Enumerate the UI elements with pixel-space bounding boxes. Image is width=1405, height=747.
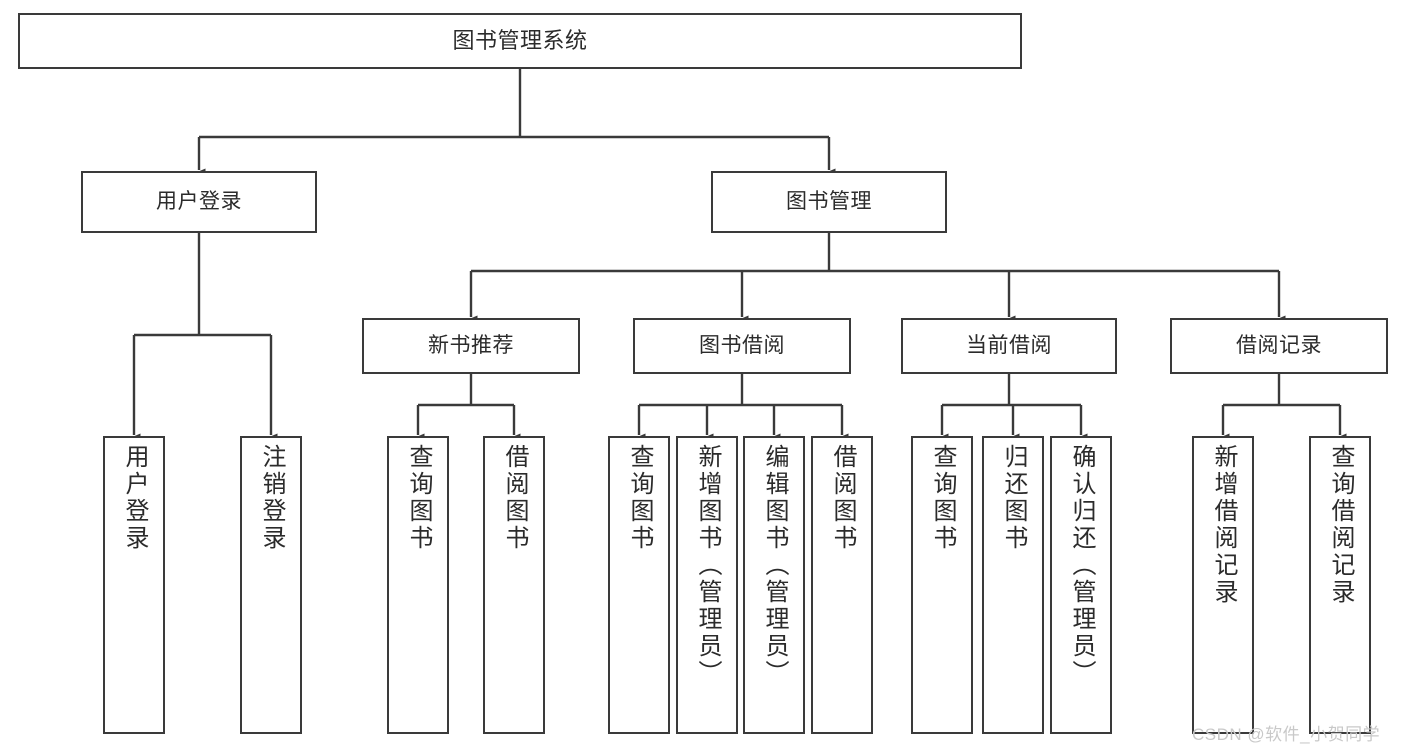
node-label: 确认归还（管理员） [1068,444,1095,687]
node-label: 新增图书（管理员） [694,444,721,687]
node-label: 用户登录 [156,189,242,213]
node-leaf-return-book[interactable]: 归还图书 [982,436,1044,734]
node-leaf-query-book-3[interactable]: 查询图书 [911,436,973,734]
node-label: 图书管理 [786,189,872,213]
node-l3-current-loan[interactable]: 当前借阅 [901,318,1117,374]
node-leaf-query-book-2[interactable]: 查询图书 [608,436,670,734]
node-l2-book-mgmt[interactable]: 图书管理 [711,171,947,233]
node-leaf-add-book[interactable]: 新增图书（管理员） [676,436,738,734]
node-leaf-add-record[interactable]: 新增借阅记录 [1192,436,1254,734]
node-root[interactable]: 图书管理系统 [18,13,1022,69]
node-leaf-query-book-1[interactable]: 查询图书 [387,436,449,734]
edge-group [127,69,1347,445]
node-label: 编辑图书（管理员） [761,444,788,687]
node-label: 注销登录 [258,444,285,552]
node-leaf-logout[interactable]: 注销登录 [240,436,302,734]
node-label: 查询图书 [405,444,432,552]
node-leaf-edit-book[interactable]: 编辑图书（管理员） [743,436,805,734]
node-l3-new-book-rec[interactable]: 新书推荐 [362,318,580,374]
node-leaf-borrow-book-1[interactable]: 借阅图书 [483,436,545,734]
node-label: 图书管理系统 [452,28,588,54]
node-l3-book-borrow[interactable]: 图书借阅 [633,318,851,374]
node-leaf-user-login[interactable]: 用户登录 [103,436,165,734]
node-leaf-borrow-book-2[interactable]: 借阅图书 [811,436,873,734]
node-label: 查询图书 [929,444,956,552]
node-label: 图书借阅 [699,333,785,357]
node-l2-user-login[interactable]: 用户登录 [81,171,317,233]
node-label: 新书推荐 [428,333,514,357]
node-label: 归还图书 [1000,444,1027,552]
node-leaf-query-record[interactable]: 查询借阅记录 [1309,436,1371,734]
node-leaf-confirm-return[interactable]: 确认归还（管理员） [1050,436,1112,734]
node-label: 借阅图书 [829,444,856,552]
watermark: CSDN @软件_小贺同学 [1192,725,1381,744]
node-label: 借阅图书 [501,444,528,552]
node-l3-loan-record[interactable]: 借阅记录 [1170,318,1388,374]
node-label: 查询图书 [626,444,653,552]
node-label: 借阅记录 [1236,333,1322,357]
node-label: 新增借阅记录 [1210,444,1237,606]
node-label: 查询借阅记录 [1327,444,1354,606]
node-label: 当前借阅 [966,333,1052,357]
node-label: 用户登录 [121,444,148,552]
